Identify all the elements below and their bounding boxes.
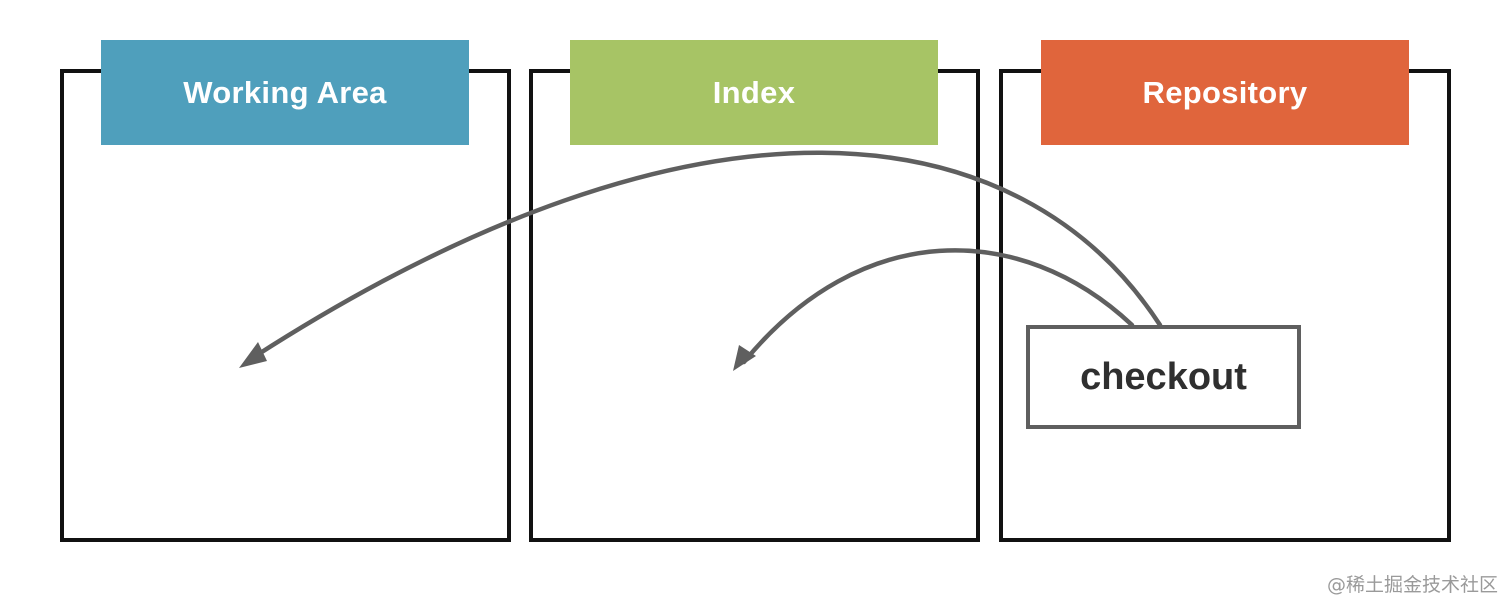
checkout-label: checkout: [1080, 355, 1247, 398]
working-area-header: Working Area: [101, 40, 469, 145]
repository-header: Repository: [1041, 40, 1409, 145]
index-header: Index: [570, 40, 938, 145]
index-label: Index: [712, 74, 796, 110]
watermark: @稀土掘金技术社区: [1326, 574, 1498, 596]
checkout-command-box: checkout: [1026, 325, 1301, 429]
working-area-label: Working Area: [183, 74, 387, 110]
repository-label: Repository: [1142, 74, 1308, 110]
